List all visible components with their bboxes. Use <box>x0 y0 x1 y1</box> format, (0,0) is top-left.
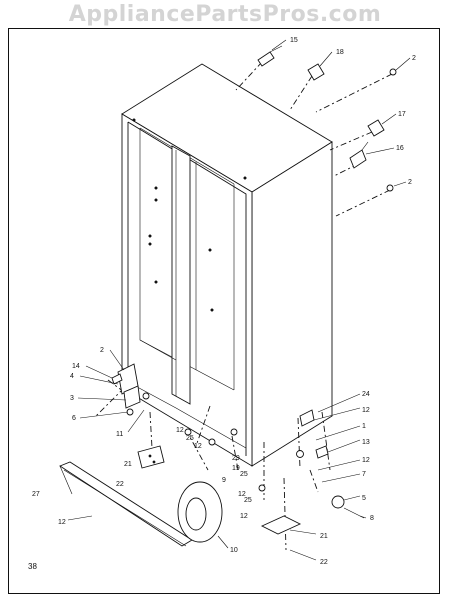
callout-17: 17 <box>398 111 406 118</box>
callout-12a: 12 <box>176 427 184 434</box>
watermark: AppliancePartsPros.com <box>68 2 382 27</box>
callout-16: 16 <box>396 145 404 152</box>
callout-25b: 25 <box>240 471 248 478</box>
callout-15: 15 <box>290 37 298 44</box>
callout-5: 5 <box>362 495 366 502</box>
callout-12g: 12 <box>238 491 246 498</box>
callout-leaders <box>59 39 411 561</box>
callout-29: 29 <box>232 455 240 462</box>
callout-4: 4 <box>70 373 74 380</box>
callout-24: 24 <box>362 391 370 398</box>
callout-22b: 22 <box>320 559 328 566</box>
callout-12f: 12 <box>362 457 370 464</box>
callout-labels: 15 18 2 17 16 2 14 4 2 3 6 11 12 25 21 2… <box>32 37 416 566</box>
diagram-frame <box>8 28 440 594</box>
callout-10: 10 <box>230 547 238 554</box>
callout-25c: 25 <box>244 497 252 504</box>
callout-3: 3 <box>70 395 74 402</box>
callout-21b: 21 <box>320 533 328 540</box>
callout-27: 27 <box>32 491 40 498</box>
callout-2c: 2 <box>100 347 104 354</box>
callout-13: 13 <box>362 439 370 446</box>
callout-6: 6 <box>72 415 76 422</box>
callout-1: 1 <box>362 423 366 430</box>
callout-8: 8 <box>370 515 374 522</box>
callout-12d: 12 <box>240 513 248 520</box>
fan-shroud <box>177 481 223 543</box>
cabinet-shell <box>121 63 333 467</box>
callout-12b: 12 <box>58 519 66 526</box>
callout-9: 9 <box>222 477 226 484</box>
callout-18: 18 <box>336 49 344 56</box>
toe-grille <box>59 461 193 547</box>
page-number: 38 <box>28 562 37 571</box>
callout-14: 14 <box>72 363 80 370</box>
callout-19: 19 <box>232 465 240 472</box>
callout-21a: 21 <box>124 461 132 468</box>
callout-2b: 2 <box>408 179 412 186</box>
bracket-21-right <box>260 515 302 535</box>
callout-11: 11 <box>116 431 123 438</box>
lower-right-hardware <box>184 409 365 519</box>
callout-22a: 22 <box>116 481 124 488</box>
callout-2a: 2 <box>412 55 416 62</box>
upper-fittings <box>257 45 397 192</box>
callout-7: 7 <box>362 471 366 478</box>
callout-25a: 25 <box>186 435 194 442</box>
callout-12e: 12 <box>362 407 370 414</box>
callout-12c: 12 <box>194 443 202 450</box>
